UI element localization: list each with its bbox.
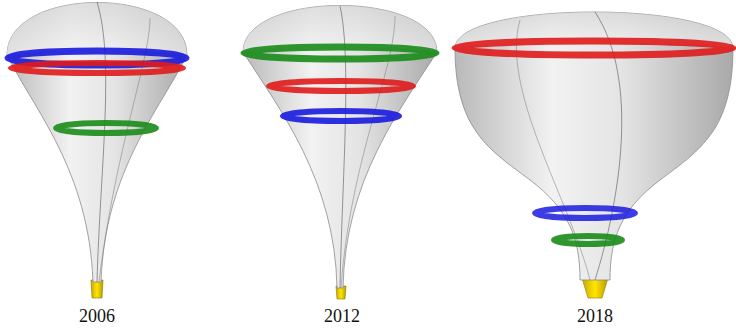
- yellow-tip: [582, 278, 608, 298]
- funnel-2012: [243, 6, 437, 300]
- green-band: [244, 47, 436, 59]
- blue-band: [283, 111, 399, 121]
- meridian-line: [99, 18, 150, 282]
- red-band: [269, 81, 413, 91]
- funnel-2018: [455, 12, 733, 298]
- year-label: 2006: [79, 306, 115, 326]
- red-band: [455, 41, 733, 55]
- blue-band: [535, 208, 635, 218]
- funnel-body: [243, 6, 437, 289]
- funnel-body: [455, 12, 733, 280]
- year-label: 2012: [324, 306, 360, 326]
- funnel-body: [7, 3, 187, 283]
- year-label: 2018: [577, 306, 613, 326]
- funnel-dome: [7, 3, 187, 56]
- yellow-tip: [91, 280, 103, 298]
- meridian-line: [97, 2, 106, 282]
- green-band: [56, 123, 156, 133]
- red-band: [11, 63, 183, 73]
- green-band: [554, 236, 622, 244]
- funnel-2006: [7, 2, 187, 298]
